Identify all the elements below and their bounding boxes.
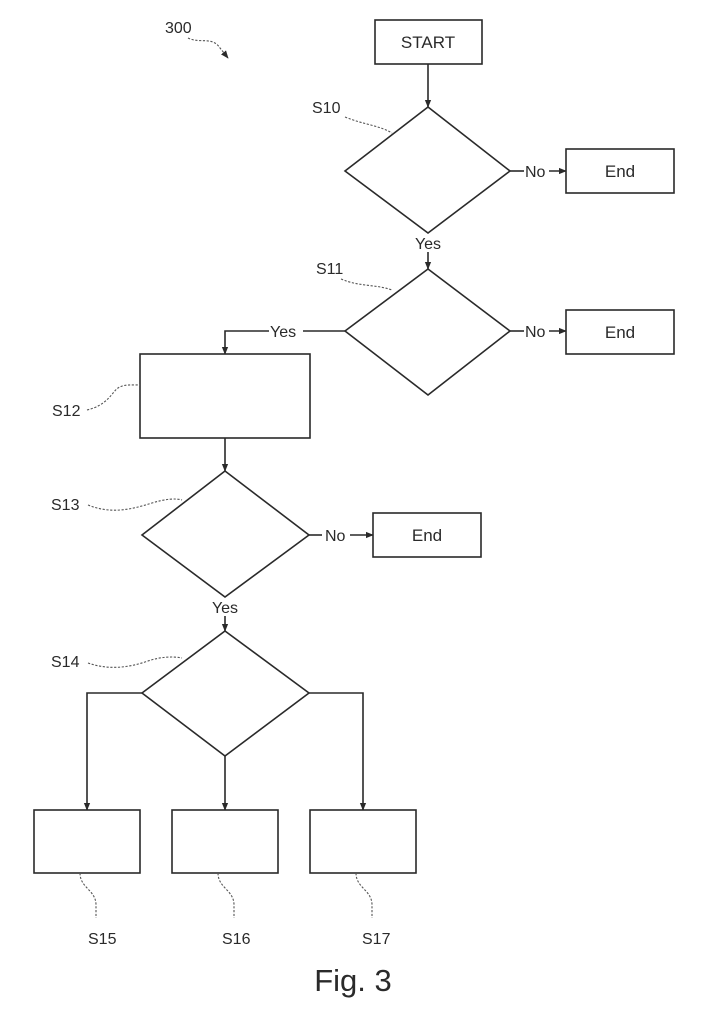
no-label-s11: No	[525, 324, 546, 341]
figure-caption: Fig. 3	[314, 963, 392, 998]
process-s16	[171, 809, 279, 874]
leader-s16	[217, 872, 235, 918]
step-label-s13: S13	[51, 497, 80, 514]
leader-s14	[87, 656, 183, 668]
leader-s12	[86, 384, 141, 411]
figure-number-label: 300	[165, 20, 192, 37]
yes-label-s10: Yes	[415, 236, 441, 253]
no-label-s10: No	[525, 164, 546, 181]
end-label-3: End	[412, 526, 442, 545]
end-box-3	[372, 512, 482, 558]
leader-s15	[79, 872, 97, 918]
connector-s11-yes	[221, 330, 269, 355]
leader-s10	[344, 116, 393, 134]
start-label: START	[401, 33, 455, 52]
end-box-1	[565, 148, 675, 194]
step-label-s10: S10	[312, 100, 341, 117]
no-label-s13: No	[325, 528, 346, 545]
decision-s14	[140, 630, 311, 758]
leader-s17	[355, 872, 373, 918]
step-label-s11: S11	[316, 261, 343, 278]
step-label-s17: S17	[362, 931, 391, 948]
leader-s11	[340, 278, 393, 291]
process-s12	[139, 353, 311, 439]
end-label-1: End	[605, 162, 635, 181]
step-label-s12: S12	[52, 403, 81, 420]
step-label-s16: S16	[222, 931, 251, 948]
yes-label-s13: Yes	[212, 600, 238, 617]
yes-label-s11: Yes	[270, 324, 296, 341]
connector-s14-s17	[309, 692, 367, 811]
connector-s14-s15	[83, 692, 142, 811]
step-label-s15: S15	[88, 931, 117, 948]
leader-s13	[87, 498, 183, 511]
end-label-2: End	[605, 323, 635, 342]
decision-s13	[140, 469, 311, 598]
process-s17	[309, 809, 417, 874]
step-label-s14: S14	[51, 654, 80, 671]
process-s15	[33, 809, 141, 874]
decision-s11	[343, 267, 512, 397]
start-box	[374, 19, 483, 65]
decision-s10	[343, 105, 512, 235]
figure-number-pointer	[187, 37, 229, 59]
end-box-2	[565, 309, 675, 355]
